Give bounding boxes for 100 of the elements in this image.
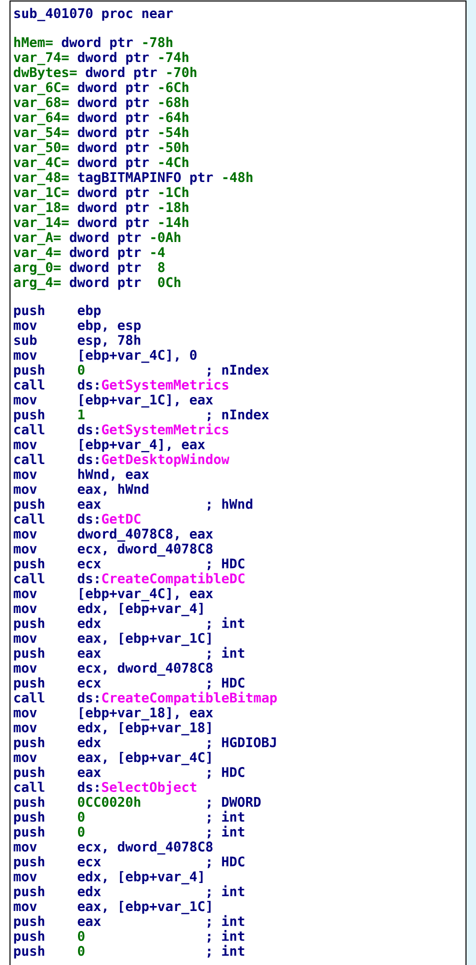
label: [ebp+var_4C], eax bbox=[80, 588, 213, 602]
variable-declaration: var_18= dword ptr -18h bbox=[14, 202, 188, 216]
instruction-line: push ecx ; HDC bbox=[14, 677, 244, 690]
label: mov bbox=[14, 844, 37, 852]
label: esp, 78h bbox=[78, 334, 140, 348]
label: ebp bbox=[78, 304, 101, 318]
label: mov bbox=[14, 322, 37, 330]
label: ds: bbox=[78, 692, 98, 703]
label: ; int bbox=[208, 826, 244, 838]
label: push bbox=[14, 812, 44, 824]
label: mov bbox=[14, 606, 37, 614]
instruction-line: push eax ; int bbox=[14, 646, 244, 660]
instruction-line: push 0CC0020h ; DWORD bbox=[14, 796, 261, 810]
label: call bbox=[14, 692, 44, 703]
instruction-line: mov ebp, esp bbox=[14, 320, 141, 333]
label: eax, hWnd bbox=[78, 484, 148, 496]
label: mov bbox=[14, 754, 37, 762]
label: push bbox=[14, 558, 44, 572]
label: push bbox=[14, 856, 44, 870]
label: ds: bbox=[78, 782, 98, 792]
variable-declaration: var_50= dword ptr -50h bbox=[14, 142, 188, 156]
instruction-line: mov hWnd, eax bbox=[14, 468, 149, 481]
label: ds: bbox=[78, 514, 98, 524]
code-panel bbox=[10, 0, 466, 965]
label: push bbox=[14, 304, 44, 318]
label: eax, [ebp+var_1C] bbox=[78, 632, 211, 646]
instruction-line: push ebp bbox=[14, 304, 101, 318]
label: ecx, dword_4078C8 bbox=[78, 543, 212, 557]
label: [ebp+var_1C], eax bbox=[80, 394, 213, 408]
label: ecx, dword_4078C8 bbox=[78, 662, 212, 676]
label: eax bbox=[78, 918, 101, 926]
label: ; HDC bbox=[208, 558, 244, 570]
instruction-line: push 0 ; int bbox=[14, 930, 244, 944]
instruction-line: push edx ; int bbox=[14, 885, 244, 899]
label: push bbox=[14, 498, 44, 512]
label: edx, [ebp+var_18] bbox=[78, 722, 211, 736]
variable-declaration: var_68= dword ptr -68h bbox=[14, 96, 188, 110]
label: hWnd, eax bbox=[78, 468, 149, 481]
instruction-line: mov [ebp+var_18], eax bbox=[14, 707, 213, 720]
instruction-line: call ds: GetSystemMetrics bbox=[14, 423, 228, 437]
instruction-line: call ds: GetDesktopWindow bbox=[14, 453, 230, 467]
instruction-line: sub esp, 78h bbox=[14, 334, 140, 348]
instruction-line: call ds: SelectObject bbox=[14, 781, 196, 795]
label: 0 bbox=[78, 812, 84, 822]
variable-declaration: var_6C= dword ptr -6Ch bbox=[14, 82, 188, 96]
variable-declaration: var_74= dword ptr -74h bbox=[14, 52, 188, 66]
label: mov bbox=[14, 396, 37, 405]
label: mov bbox=[14, 904, 37, 912]
label: push bbox=[14, 826, 44, 840]
variable-declaration: arg_4= dword ptr 0Ch bbox=[14, 276, 180, 290]
label: eax bbox=[78, 650, 101, 658]
variable-declaration: var_A= dword ptr -0Ah bbox=[14, 232, 180, 246]
instruction-line: mov eax, [ebp+var_4C] bbox=[14, 752, 211, 766]
label: eax, [ebp+var_1C] bbox=[78, 900, 211, 914]
label: push bbox=[14, 737, 44, 750]
label: call bbox=[14, 514, 44, 524]
instruction-line: push eax ; int bbox=[14, 915, 244, 929]
instruction-line: mov edx, [ebp+var_4] bbox=[14, 871, 203, 884]
label: edx bbox=[78, 618, 101, 628]
label: GetSystemMetrics bbox=[102, 378, 228, 392]
label: 0 bbox=[78, 364, 84, 375]
instruction-line: mov ecx, dword_4078C8 bbox=[14, 841, 212, 855]
label: ; nIndex bbox=[208, 364, 269, 376]
label: ; int bbox=[208, 810, 244, 824]
instruction-line: push 1 ; nIndex bbox=[14, 409, 269, 422]
instruction-line: mov eax, [ebp+var_1C] bbox=[14, 632, 211, 646]
variable-declaration: var_48= tagBITMAPINFO ptr -48h bbox=[14, 172, 252, 186]
label: ecx bbox=[78, 560, 101, 568]
label: mov bbox=[14, 635, 37, 643]
label: ; int bbox=[208, 944, 244, 958]
label: mov bbox=[14, 486, 37, 494]
label: 1 bbox=[78, 410, 85, 420]
label: edx bbox=[78, 886, 101, 896]
label: ; HDC bbox=[208, 678, 244, 690]
function-header: sub_401070 proc near bbox=[14, 8, 173, 22]
instruction-line: mov [ebp+var_1C], eax bbox=[14, 394, 213, 408]
label: edx, [ebp+var_4] bbox=[78, 871, 203, 884]
label: push bbox=[14, 946, 44, 958]
instruction-line: call ds: GetSystemMetrics bbox=[14, 378, 228, 392]
label: [ebp+var_18], eax bbox=[80, 707, 213, 720]
label: 0 bbox=[78, 946, 84, 956]
label: [ebp+var_4], eax bbox=[80, 439, 205, 452]
label: push bbox=[14, 930, 44, 944]
label: push bbox=[14, 648, 44, 660]
label: mov bbox=[14, 442, 37, 450]
label: push bbox=[14, 796, 44, 810]
label: push bbox=[14, 677, 44, 690]
variable-declaration: var_4C= dword ptr -4Ch bbox=[14, 156, 188, 170]
instruction-line: push ecx ; HDC bbox=[14, 558, 244, 572]
label: sub bbox=[14, 334, 37, 345]
label: ; hWnd bbox=[208, 498, 252, 511]
variable-declaration: var_1C= dword ptr -1Ch bbox=[14, 186, 188, 200]
label: push bbox=[14, 886, 44, 899]
variable-declaration: var_64= dword ptr -64h bbox=[14, 112, 188, 126]
label: push bbox=[14, 618, 44, 631]
instruction-line: call ds: CreateCompatibleDC bbox=[14, 572, 244, 586]
label: GetSystemMetrics bbox=[102, 423, 228, 437]
label: ds: bbox=[78, 379, 98, 390]
instruction-line: push edx ; int bbox=[14, 617, 244, 631]
label: ecx bbox=[78, 680, 101, 688]
